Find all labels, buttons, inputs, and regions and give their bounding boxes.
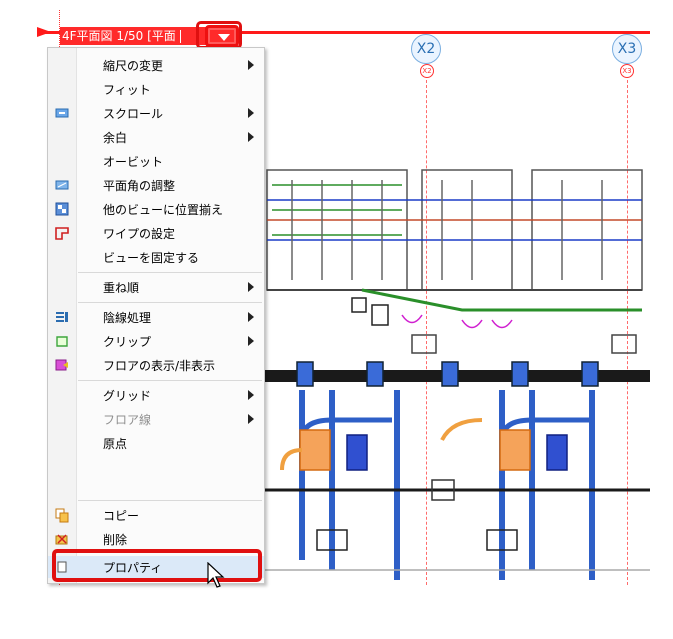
menu-item-clip[interactable]: クリップ (48, 330, 264, 352)
frame-arrow-icon (37, 27, 51, 37)
menu-item-floor-toggle[interactable]: フロアの表示/非表示 (48, 354, 264, 376)
grid-mini-x3: X3 (620, 64, 634, 78)
view-menu-dropdown-button[interactable] (205, 25, 239, 47)
menu-item-scroll[interactable]: スクロール (48, 102, 264, 124)
menu-item-label: 陰線処理 (103, 311, 152, 325)
align-view-icon (55, 202, 69, 216)
menu-item-label: フロア線 (103, 413, 152, 427)
menu-item-label: 他のビューに位置揃え (103, 203, 224, 217)
chevron-down-icon (218, 34, 230, 41)
mouse-pointer-icon (207, 562, 225, 588)
menu-item-label: 原点 (103, 437, 128, 451)
menu-item-label: オービット (103, 155, 164, 169)
grid-mini-x2: X2 (420, 64, 434, 78)
clip-icon (56, 336, 68, 347)
delete-icon (55, 534, 68, 545)
menu-item-origin[interactable]: 原点 (48, 432, 264, 454)
menu-item-wipe[interactable]: ワイプの設定 (48, 222, 264, 244)
menu-item-label: 余白 (103, 131, 128, 145)
menu-item-label: フロアの表示/非表示 (103, 359, 216, 373)
submenu-arrow-icon (248, 336, 254, 346)
menu-separator (78, 272, 262, 273)
plane-angle-icon (55, 180, 69, 190)
view-title-tab[interactable]: 4F平面図 1/50 [平面 (60, 27, 210, 45)
menu-item-label: フィット (103, 83, 151, 97)
menu-item-label: 削除 (103, 533, 128, 547)
scroll-icon (55, 108, 69, 118)
menu-item-label: グリッド (103, 389, 152, 403)
menu-item-copy[interactable]: コピー (48, 504, 264, 526)
menu-item-label: ビューを固定する (103, 251, 200, 265)
menu-item-label: 平面角の調整 (103, 179, 176, 193)
submenu-arrow-icon (248, 282, 254, 292)
menu-item-align-view[interactable]: 他のビューに位置揃え (48, 198, 264, 220)
submenu-arrow-icon (248, 60, 254, 70)
wipe-icon (55, 227, 69, 240)
menu-item-label: クリップ (103, 335, 152, 349)
menu-item-delete[interactable]: 削除 (48, 528, 264, 550)
menu-item-label: コピー (103, 509, 140, 523)
menu-separator (78, 500, 262, 501)
menu-item-hidden-line[interactable]: 陰線処理 (48, 306, 264, 328)
menu-item-fit[interactable]: フィット (48, 78, 264, 100)
menu-item-floor-line[interactable]: フロア線 (48, 408, 264, 430)
properties-highlight-outline (52, 549, 262, 582)
grid-line-x2 (426, 75, 427, 585)
menu-item-lock-view[interactable]: ビューを固定する (48, 246, 264, 268)
submenu-arrow-icon (248, 132, 254, 142)
submenu-arrow-icon (248, 108, 254, 118)
menu-item-plane-angle[interactable]: 平面角の調整 (48, 174, 264, 196)
menu-item-orbit[interactable]: オービット (48, 150, 264, 172)
menu-item-grid[interactable]: グリッド (48, 384, 264, 406)
submenu-arrow-icon (248, 312, 254, 322)
menu-separator (78, 380, 262, 381)
properties-icon (57, 561, 67, 573)
copy-icon (55, 508, 69, 523)
grid-line-x3 (627, 75, 628, 585)
hidden-line-icon (56, 312, 68, 322)
menu-item-margin[interactable]: 余白 (48, 126, 264, 148)
menu-icon-gutter (48, 48, 77, 583)
grid-bubble-x3[interactable]: X3 (612, 34, 642, 64)
floor-plan-drawing (262, 169, 650, 580)
menu-item-stack-order[interactable]: 重ね順 (48, 276, 264, 298)
menu-item-label: 縮尺の変更 (103, 59, 164, 73)
text-cursor (179, 30, 181, 43)
view-frame-top (38, 31, 650, 34)
floor-toggle-icon (55, 359, 68, 371)
view-title: 4F平面図 1/50 [平面 (62, 29, 176, 43)
grid-bubble-x2[interactable]: X2 (411, 34, 441, 64)
menu-item-label: プロパティ (103, 561, 163, 575)
view-context-menu: 縮尺の変更 フィット スクロール 余白 オービット 平面角の調整 他のビューに位… (47, 47, 265, 584)
menu-separator (78, 302, 262, 303)
menu-item-change-scale[interactable]: 縮尺の変更 (48, 54, 264, 76)
submenu-arrow-icon (248, 390, 254, 400)
menu-item-label: ワイプの設定 (103, 227, 176, 241)
submenu-arrow-icon (248, 414, 254, 424)
menu-item-label: 重ね順 (103, 281, 140, 295)
menu-item-label: スクロール (103, 107, 164, 121)
